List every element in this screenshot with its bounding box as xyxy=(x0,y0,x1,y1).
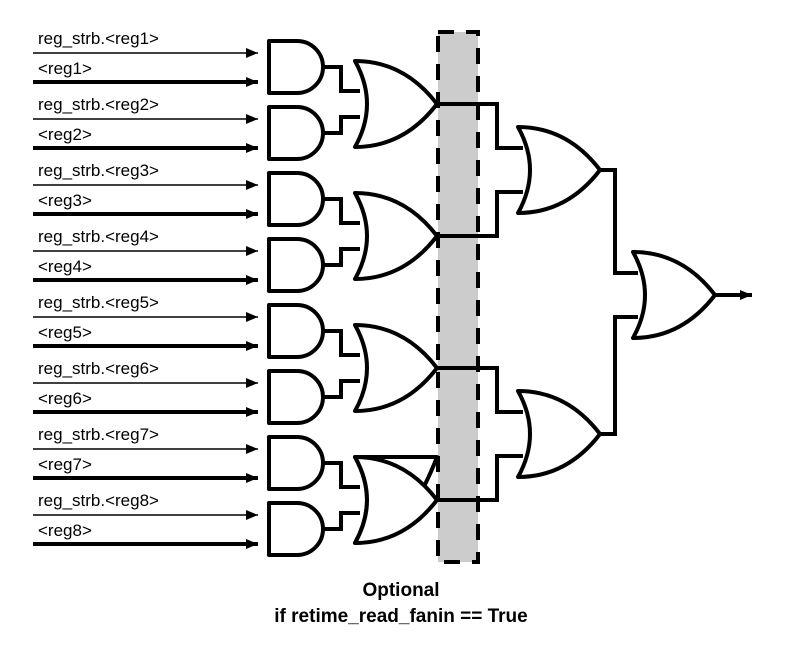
or-gate-l2-3 xyxy=(353,323,439,413)
input-label-data-6: <reg6> xyxy=(38,389,92,408)
retime-crossing-wires xyxy=(437,102,480,502)
input-label-data-5: <reg5> xyxy=(38,323,92,342)
input-wires xyxy=(33,48,258,549)
retime-caption-line2: if retime_read_fanin == True xyxy=(274,606,528,627)
input-label-strobe-3: reg_strb.<reg3> xyxy=(38,161,159,180)
input-label-data-2: <reg2> xyxy=(38,125,92,144)
or-gate-l2-2 xyxy=(353,191,439,281)
level3-input-wires xyxy=(480,102,523,502)
and-to-or-wires xyxy=(323,65,360,531)
retime-caption-line1: Optional xyxy=(362,580,440,601)
and-gate-2 xyxy=(267,105,325,161)
input-label-strobe-7: reg_strb.<reg7> xyxy=(38,425,159,444)
input-label-strobe-5: reg_strb.<reg5> xyxy=(38,293,159,312)
or-gate-l2-4-body xyxy=(353,455,439,545)
input-label-strobe-6: reg_strb.<reg6> xyxy=(38,359,159,378)
and-gate-1 xyxy=(267,39,325,95)
and-gate-8 xyxy=(267,501,325,557)
input-label-data-7: <reg7> xyxy=(38,455,92,474)
and-gate-7 xyxy=(267,435,325,491)
input-label-strobe-2: reg_strb.<reg2> xyxy=(38,95,159,114)
input-label-data-1: <reg1> xyxy=(38,59,92,78)
final-input-wires xyxy=(600,168,638,436)
input-label-strobe-8: reg_strb.<reg8> xyxy=(38,491,159,510)
and-gate-column xyxy=(267,39,325,557)
and-gate-5 xyxy=(267,303,325,359)
and-gate-3 xyxy=(267,171,325,227)
input-label-strobe-4: reg_strb.<reg4> xyxy=(38,227,159,246)
input-label-strobe-1: reg_strb.<reg1> xyxy=(38,29,159,48)
or-gate-l3-top xyxy=(516,125,602,215)
or-gate-output xyxy=(631,250,717,340)
or-gate-l3-bottom xyxy=(516,389,602,479)
and-gate-6 xyxy=(267,369,325,425)
or-gate-l2-1 xyxy=(353,59,439,149)
and-gate-4 xyxy=(267,237,325,293)
retime-band xyxy=(436,30,480,564)
input-label-data-8: <reg8> xyxy=(38,521,92,540)
input-label-data-3: <reg3> xyxy=(38,191,92,210)
input-label-data-4: <reg4> xyxy=(38,257,92,276)
or-gate-level3-column xyxy=(516,125,602,479)
